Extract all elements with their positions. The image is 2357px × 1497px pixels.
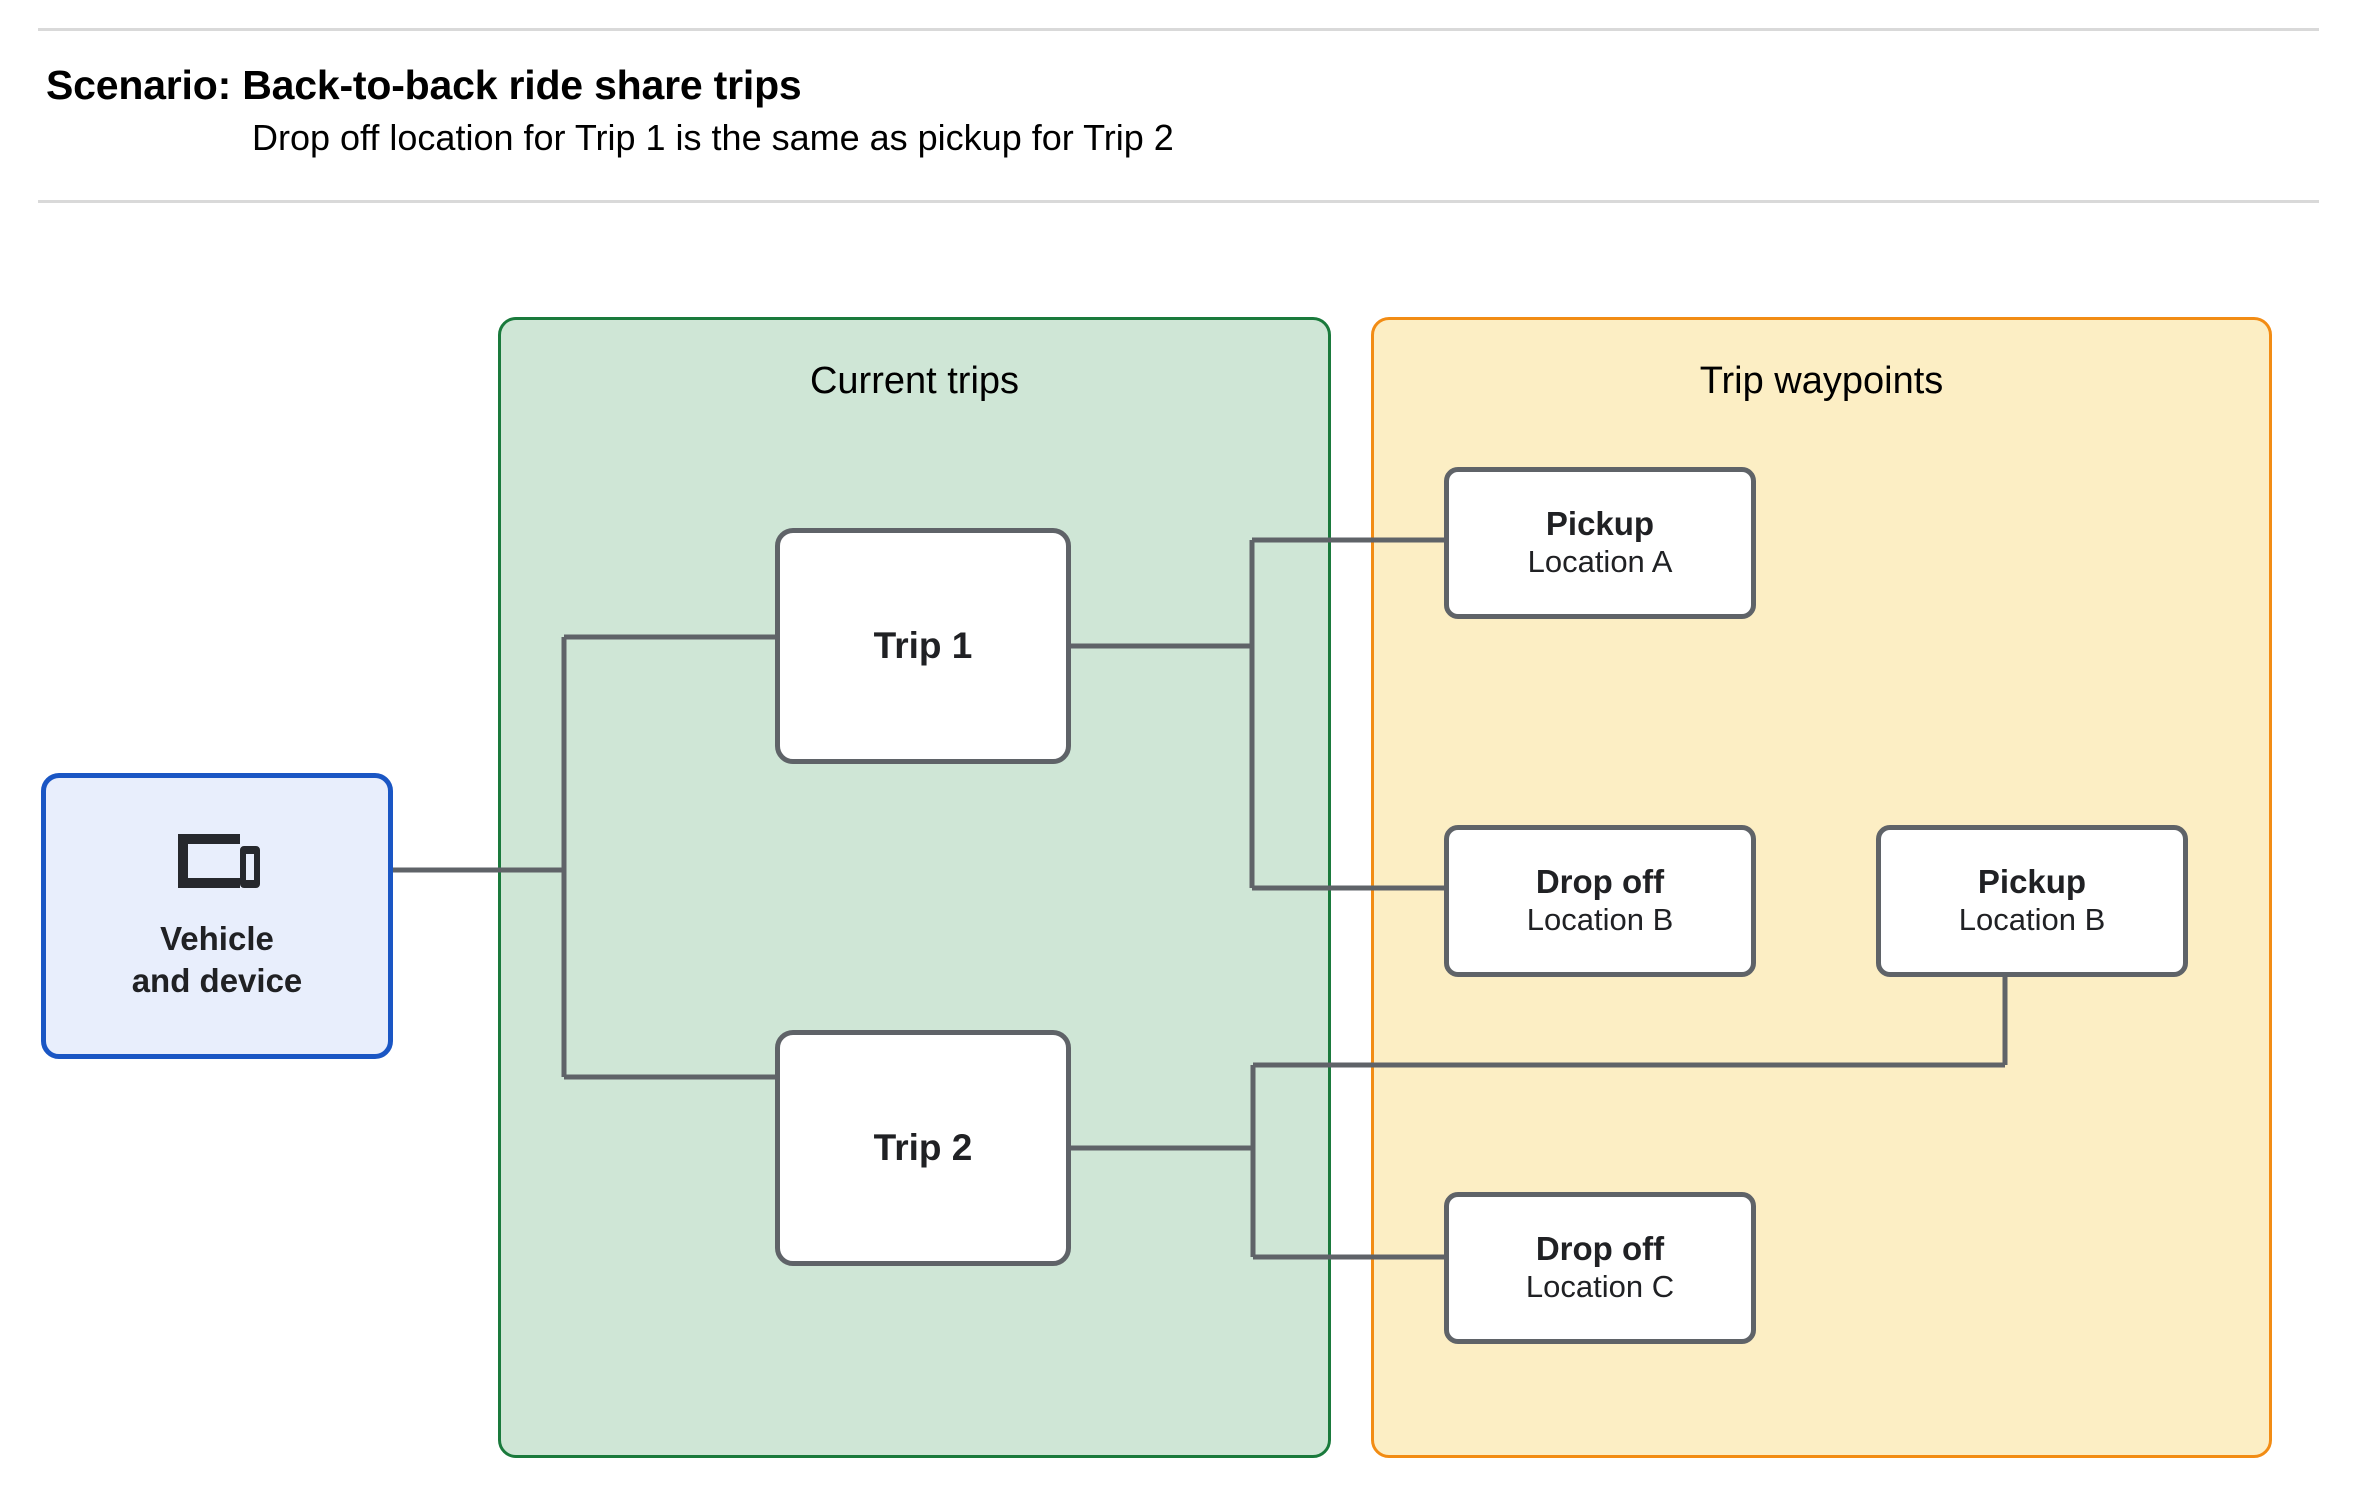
header-divider-top — [38, 28, 2319, 31]
node-pickup-location-a-location: Location A — [1527, 544, 1673, 580]
node-trip-1[interactable]: Trip 1 — [775, 528, 1071, 764]
node-dropoff-location-c-location: Location C — [1525, 1269, 1675, 1305]
node-trip-1-label: Trip 1 — [873, 625, 973, 666]
node-dropoff-location-b-kind: Drop off — [1535, 863, 1665, 901]
devices-icon — [178, 834, 260, 889]
header-divider-bottom — [38, 200, 2319, 203]
page-title: Scenario: Back-to-back ride share trips — [46, 62, 802, 108]
node-dropoff-location-c-kind: Drop off — [1535, 1230, 1665, 1268]
node-pickup-location-a-kind: Pickup — [1545, 505, 1655, 543]
panel-trip-waypoints-title: Trip waypoints — [1699, 360, 1944, 402]
node-dropoff-location-c[interactable]: Drop off Location C — [1444, 1192, 1756, 1344]
panel-current-trips: Current trips — [498, 317, 1331, 1458]
node-vehicle-and-device-label: Vehicle and device — [131, 920, 303, 999]
node-vehicle-and-device[interactable]: Vehicle and device — [41, 773, 393, 1059]
node-pickup-location-b-location: Location B — [1958, 902, 2106, 938]
panel-current-trips-title: Current trips — [809, 360, 1020, 402]
page-subtitle: Drop off location for Trip 1 is the same… — [252, 117, 1174, 158]
node-trip-2-label: Trip 2 — [873, 1127, 973, 1168]
node-pickup-location-b-kind: Pickup — [1977, 863, 2087, 901]
node-dropoff-location-b[interactable]: Drop off Location B — [1444, 825, 1756, 977]
node-pickup-location-a[interactable]: Pickup Location A — [1444, 467, 1756, 619]
node-trip-2[interactable]: Trip 2 — [775, 1030, 1071, 1266]
node-dropoff-location-b-location: Location B — [1526, 902, 1674, 938]
node-pickup-location-b[interactable]: Pickup Location B — [1876, 825, 2188, 977]
